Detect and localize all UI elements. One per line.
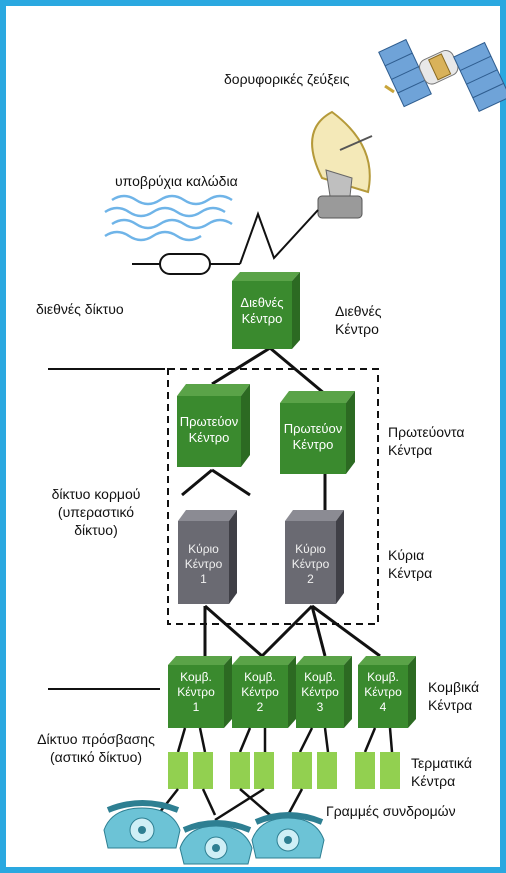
waves-icon bbox=[104, 194, 233, 242]
terminal-centers-line1: Τερματικά bbox=[411, 755, 472, 771]
satellite-dish-icon bbox=[311, 110, 373, 219]
tandem-center-2-line1: Κομβ. bbox=[244, 670, 276, 684]
access-network-line2: (αστικό δίκτυο) bbox=[49, 749, 143, 765]
main-center-1-line2: Κέντρο bbox=[184, 557, 223, 571]
primary-center-1-line2: Κέντρο bbox=[188, 430, 230, 445]
telephone-icon bbox=[103, 800, 181, 849]
trunk-network-line1: δίκτυο κορμού bbox=[51, 486, 141, 502]
tandem-center-3-line1: Κομβ. bbox=[304, 670, 336, 684]
telephone-icon bbox=[251, 812, 325, 859]
main-center-2-line1: Κύριο bbox=[295, 542, 326, 556]
main-center-box-1 bbox=[178, 510, 237, 604]
tandem-center-3-line2: Κέντρο bbox=[301, 685, 339, 699]
primary-centers-line1: Πρωτεύοντα bbox=[388, 424, 465, 440]
tandem-center-4-line2: Κέντρο bbox=[364, 685, 402, 699]
primary-center-box-1 bbox=[177, 384, 250, 467]
tandem-center-2-line2: Κέντρο bbox=[241, 685, 279, 699]
international-center-side-line2: Κέντρο bbox=[335, 321, 379, 337]
trunk-network-label: δίκτυο κορμού (υπεραστικό δίκτυο) bbox=[42, 485, 150, 539]
tandem-center-3-number: 3 bbox=[316, 700, 324, 714]
undersea-cable-line bbox=[132, 209, 319, 275]
terminal-links bbox=[176, 727, 394, 753]
tandem-centers-line2: Κέντρα bbox=[428, 697, 473, 713]
primary-center-1-line1: Πρωτεύον bbox=[179, 414, 239, 429]
main-center-1-line1: Κύριο bbox=[188, 542, 219, 556]
main-centers-line1: Κύρια bbox=[388, 547, 425, 563]
international-center-line2: Κέντρο bbox=[241, 311, 283, 326]
tandem-center-box-3 bbox=[296, 656, 352, 728]
international-network-label: διεθνές δίκτυο bbox=[36, 301, 124, 317]
terminal-centers bbox=[168, 752, 400, 789]
tandem-center-box-2 bbox=[232, 656, 296, 728]
primary-center-2-line2: Κέντρο bbox=[292, 437, 334, 452]
satellite-icon bbox=[378, 38, 506, 112]
telephone-icon bbox=[179, 820, 253, 865]
satellite-links-label: δορυφορικές ζεύξεις bbox=[224, 71, 350, 87]
trunk-network-line3: δίκτυο) bbox=[74, 522, 118, 538]
subscriber-lines-label: Γραμμές συνδρομών bbox=[326, 803, 456, 819]
access-network-label: Δίκτυο πρόσβασης (αστικό δίκτυο) bbox=[34, 730, 158, 766]
tandem-center-box-1 bbox=[168, 656, 232, 728]
tandem-center-box-4 bbox=[358, 656, 416, 728]
main-center-box-2 bbox=[285, 510, 344, 604]
main-center-1-number: 1 bbox=[200, 572, 207, 586]
main-centers-line2: Κέντρα bbox=[388, 565, 433, 581]
terminal-centers-line2: Κέντρα bbox=[411, 773, 456, 789]
international-center-box bbox=[232, 272, 300, 349]
tandem-center-1-line2: Κέντρο bbox=[177, 685, 215, 699]
international-center-line1: Διεθνές bbox=[240, 295, 284, 310]
international-center-side-line1: Διεθνές bbox=[335, 303, 382, 319]
level-separators bbox=[48, 368, 165, 690]
main-center-2-line2: Κέντρο bbox=[291, 557, 330, 571]
access-network-line1: Δίκτυο πρόσβασης bbox=[37, 731, 155, 747]
undersea-cables-label: υποβρύχια καλώδια bbox=[115, 173, 238, 189]
hierarchy-links bbox=[181, 346, 381, 658]
tandem-center-4-number: 4 bbox=[379, 700, 387, 714]
main-center-2-number: 2 bbox=[307, 572, 314, 586]
primary-center-box-2 bbox=[280, 391, 355, 474]
tandem-center-1-line1: Κομβ. bbox=[180, 670, 212, 684]
tandem-center-4-line1: Κομβ. bbox=[367, 670, 399, 684]
trunk-network-boundary bbox=[167, 368, 379, 625]
tandem-center-2-number: 2 bbox=[256, 700, 264, 714]
trunk-network-line2: (υπεραστικό bbox=[57, 504, 135, 520]
primary-center-2-line1: Πρωτεύον bbox=[283, 421, 343, 436]
tandem-centers-line1: Κομβικά bbox=[428, 679, 480, 695]
primary-centers-line2: Κέντρα bbox=[388, 442, 433, 458]
tandem-center-1-number: 1 bbox=[192, 700, 200, 714]
